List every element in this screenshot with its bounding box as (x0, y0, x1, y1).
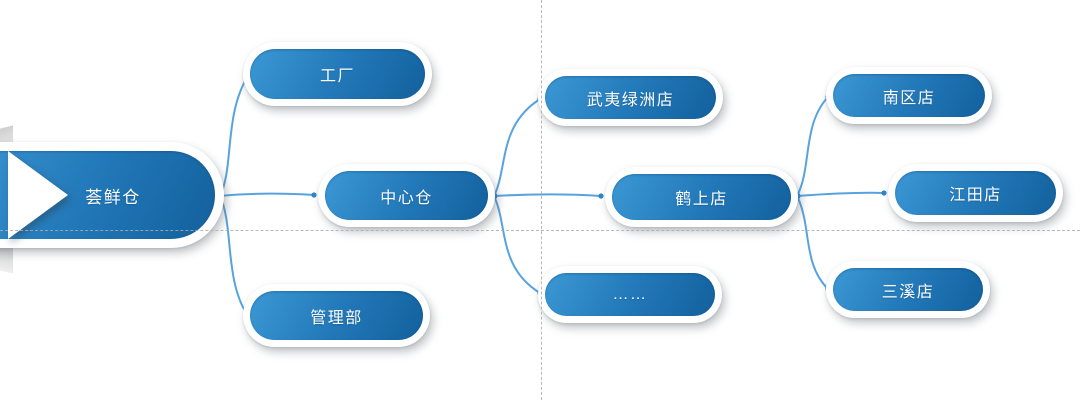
node-more-pill: …… (545, 273, 715, 316)
edge-root-factory (219, 75, 249, 197)
guide-line-horizontal (0, 230, 1080, 231)
node-factory-pill: 工厂 (250, 49, 425, 99)
edge-heshang-jiangtian (796, 191, 885, 197)
node-factory-label: 工厂 (319, 68, 355, 85)
edge-root-admin (219, 195, 249, 317)
node-nanqu-pill: 南区店 (833, 74, 985, 117)
edge-heshang-sanxi (796, 195, 829, 290)
node-central-label: 中心仓 (380, 189, 433, 207)
node-nanqu-label: 南区店 (882, 89, 936, 107)
edge-root-central (219, 192, 315, 197)
node-jiangtian-label: 江田店 (949, 187, 1002, 204)
node-jiangtian-pill: 江田店 (895, 171, 1056, 215)
node-jiangtian[interactable]: 江田店 (888, 164, 1063, 222)
node-central[interactable]: 中心仓 (318, 164, 495, 227)
node-wuyi-label: 武夷绿洲店 (586, 91, 675, 109)
node-admin[interactable]: 管理部 (243, 284, 430, 347)
node-sanxi[interactable]: 三溪店 (826, 261, 990, 318)
edge-end-dot (598, 193, 604, 199)
node-wuyi[interactable]: 武夷绿洲店 (538, 69, 723, 126)
node-sanxi-pill: 三溪店 (833, 268, 983, 311)
node-heshang[interactable]: 鹤上店 (605, 167, 798, 227)
edge-end-dot (881, 190, 887, 196)
node-heshang-pill: 鹤上店 (612, 174, 791, 220)
node-central-pill: 中心仓 (325, 171, 488, 220)
node-wuyi-pill: 武夷绿洲店 (545, 76, 716, 119)
node-more[interactable]: …… (538, 266, 722, 323)
edge-heshang-nanqu (796, 96, 829, 197)
arrow-right-icon (8, 151, 68, 239)
edge-central-more (493, 195, 541, 294)
edge-end-dot (311, 192, 317, 198)
node-admin-label: 管理部 (310, 309, 363, 327)
edge-central-heshang (493, 193, 602, 197)
edge-central-wuyi (493, 98, 541, 197)
node-heshang-label: 鹤上店 (675, 191, 728, 208)
node-admin-pill: 管理部 (250, 291, 423, 340)
node-nanqu[interactable]: 南区店 (826, 67, 992, 124)
node-sanxi-label: 三溪店 (881, 283, 935, 301)
guide-line-vertical (541, 0, 542, 400)
node-root-label: 荟鲜仓 (85, 187, 141, 207)
node-more-label: …… (612, 285, 648, 303)
node-factory[interactable]: 工厂 (243, 42, 432, 106)
